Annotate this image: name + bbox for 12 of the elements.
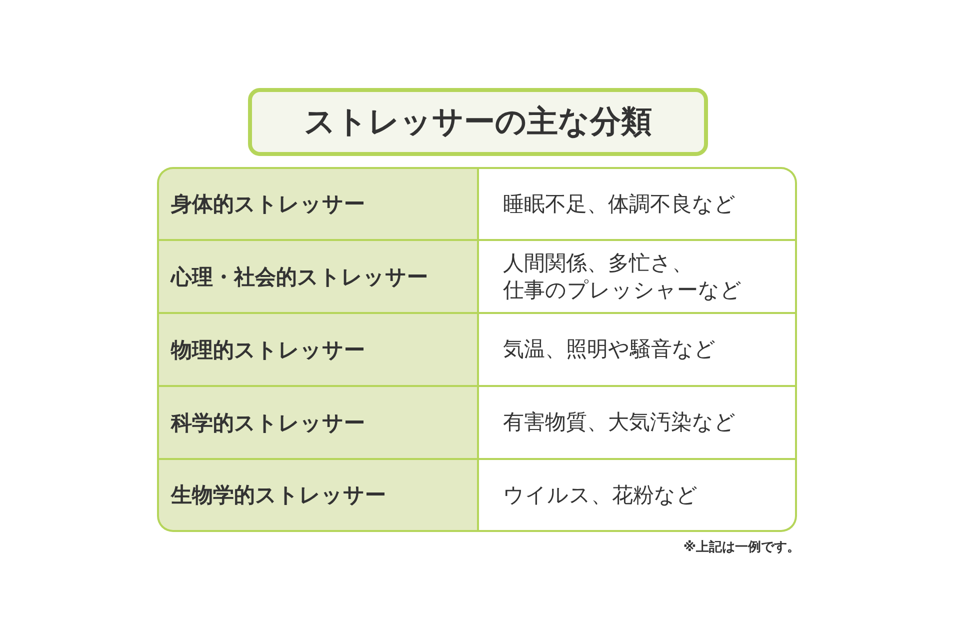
- table-cell: 気温、照明や騒音など: [478, 313, 797, 386]
- table-cell: 人間関係、多忙さ、仕事のプレッシャーなど: [478, 240, 797, 313]
- table-cell: 科学的ストレッサー: [157, 386, 478, 459]
- footnote: ※上記は一例です。: [683, 539, 800, 556]
- table-cell: 生物学的ストレッサー: [157, 459, 478, 532]
- title-box: ストレッサーの主な分類: [248, 88, 708, 156]
- table-cell: 心理・社会的ストレッサー: [157, 240, 478, 313]
- table-cell: ウイルス、花粉など: [478, 459, 797, 532]
- table-cell: 有害物質、大気汚染など: [478, 386, 797, 459]
- table-cell: 睡眠不足、体調不良など: [478, 167, 797, 240]
- table-cell: 身体的ストレッサー: [157, 167, 478, 240]
- table-cell: 物理的ストレッサー: [157, 313, 478, 386]
